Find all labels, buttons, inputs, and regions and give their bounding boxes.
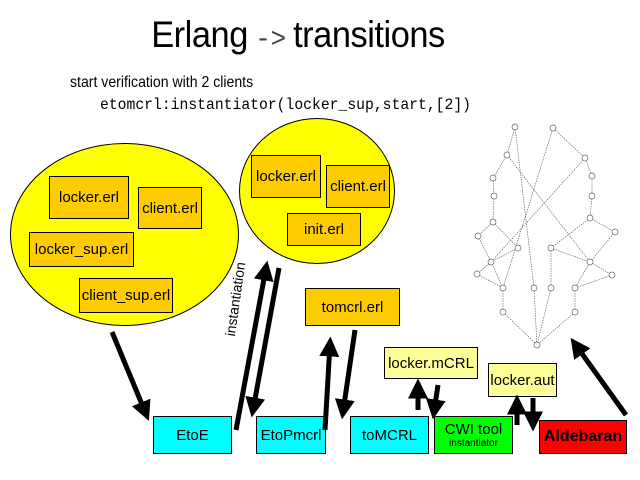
graph-edge xyxy=(514,126,535,289)
graph-node xyxy=(489,218,497,226)
state-space-graph xyxy=(473,123,619,349)
file-label: client.erl xyxy=(142,199,198,217)
graph-node xyxy=(549,124,557,132)
arrow-instantiated-down xyxy=(245,267,282,418)
graph-node xyxy=(473,270,481,278)
graph-edge xyxy=(506,154,591,263)
graph-edge xyxy=(492,154,508,179)
graph-edge xyxy=(550,247,591,263)
graph-node xyxy=(489,174,497,182)
file-client-sup-erl: client_sup.erl xyxy=(79,278,173,313)
file-label: locker.erl xyxy=(255,168,317,185)
file-label: client_sup.erl xyxy=(81,287,171,304)
file-locker-sup-erl: locker_sup.erl xyxy=(29,232,134,267)
inst-file-locker-erl: locker.erl xyxy=(251,155,321,198)
graph-edge xyxy=(490,247,519,263)
graph-edge xyxy=(490,157,586,263)
slide-title: Erlang->transitions xyxy=(21,14,575,56)
graph-node xyxy=(571,284,579,292)
graph-edge xyxy=(552,127,586,159)
graph-edge xyxy=(476,273,504,289)
graph-node xyxy=(474,232,482,240)
inst-file-client-erl: client.erl xyxy=(326,165,390,208)
graph-node xyxy=(547,284,555,292)
graph-node xyxy=(514,244,522,252)
tool-label: Aldebaran xyxy=(543,428,623,445)
graph-edge xyxy=(502,127,554,289)
arrow-etopmcrl-to-tomcrl-erl xyxy=(319,336,340,431)
file-locker-aut: locker.aut xyxy=(488,363,557,397)
graph-node xyxy=(490,192,498,200)
graph-edge xyxy=(492,195,495,223)
graph-node xyxy=(611,228,619,236)
code-line: etomcrl:instantiator(locker_sup,start,[2… xyxy=(100,96,472,114)
graph-edge xyxy=(533,287,538,346)
graph-edge xyxy=(536,287,552,346)
tool-etoe: EtoE xyxy=(153,416,232,454)
file-locker-mcrl: locker.mCRL xyxy=(384,347,478,379)
graph-edge xyxy=(589,231,616,263)
graph-node xyxy=(571,308,579,316)
arrow-mcrl-to-cwi xyxy=(425,384,446,420)
graph-node xyxy=(588,192,596,200)
file-label: tomcrl.erl xyxy=(321,298,384,316)
graph-edge xyxy=(477,221,494,237)
file-label: locker.aut xyxy=(490,371,555,389)
graph-edge xyxy=(490,261,504,289)
file-label: locker.mCRL xyxy=(388,354,474,372)
tool-tomcrl: toMCRL xyxy=(350,416,429,454)
graph-edge xyxy=(502,311,538,346)
graph-edge xyxy=(589,261,613,276)
file-tomcrl-erl: tomcrl.erl xyxy=(305,288,400,326)
graph-edge xyxy=(550,217,591,249)
graph-node xyxy=(533,341,541,349)
title-left: Erlang xyxy=(151,14,248,55)
tool-label: EtoE xyxy=(176,426,209,444)
file-label: init.erl xyxy=(303,221,344,238)
graph-node xyxy=(581,154,589,162)
graph-node xyxy=(499,308,507,316)
file-label: locker.erl xyxy=(58,189,120,206)
title-arrow: -> xyxy=(255,25,286,56)
file-client-erl: client.erl xyxy=(138,187,202,229)
graph-edge xyxy=(536,311,576,346)
graph-node xyxy=(503,151,511,159)
tool-aldebaran: Aldebaran xyxy=(539,420,627,454)
file-label: client.erl xyxy=(330,178,386,195)
graph-node xyxy=(487,258,495,266)
graph-edge xyxy=(506,126,516,156)
inst-file-init-erl: init.erl xyxy=(287,213,361,246)
subtitle: start verification with 2 clients xyxy=(70,74,254,91)
file-label: locker_sup.erl xyxy=(34,241,129,258)
graph-edge xyxy=(589,195,593,219)
arrow-aldebaran-to-graph xyxy=(570,337,629,417)
graph-edge xyxy=(589,217,616,233)
graph-edge xyxy=(574,261,591,289)
graph-node xyxy=(530,284,538,292)
graph-edge xyxy=(477,235,492,263)
tool-sublabel: instantiator xyxy=(449,438,498,449)
tool-label: EtoPmcrl xyxy=(260,426,322,444)
graph-node xyxy=(586,258,594,266)
graph-node xyxy=(511,123,519,131)
arrow-sources-to-etoe xyxy=(109,331,151,421)
tool-label: toMCRL xyxy=(361,426,417,444)
arrow-instantiation-up xyxy=(233,260,274,431)
title-right: transitions xyxy=(293,14,445,55)
graph-node xyxy=(499,284,507,292)
graph-node xyxy=(608,271,616,279)
graph-node xyxy=(588,172,596,180)
graph-edge xyxy=(574,274,613,289)
tool-label: CWI tool xyxy=(444,421,503,438)
graph-node xyxy=(547,244,555,252)
graph-edge xyxy=(492,221,519,249)
graph-node xyxy=(586,214,594,222)
file-locker-erl: locker.erl xyxy=(49,176,129,219)
tool-cwi-instantiator: CWI tool instantiator xyxy=(434,416,513,454)
tool-etopmcrl: EtoPmcrl xyxy=(256,416,326,454)
arrow-tomcrl-erl-to-tomcrl xyxy=(334,329,358,420)
